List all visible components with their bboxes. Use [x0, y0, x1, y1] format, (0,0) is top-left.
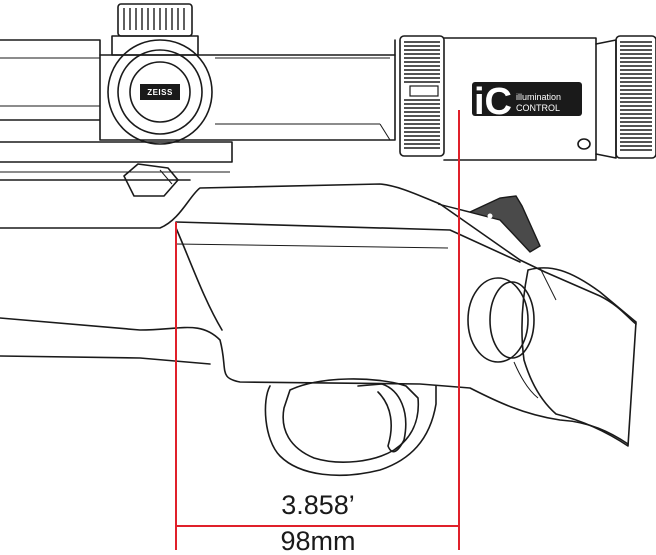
badge-mark: iC [474, 81, 512, 123]
zeiss-logo [140, 84, 180, 100]
eyepiece-end [595, 39, 617, 159]
mount-lever [123, 163, 179, 197]
receiver-top [0, 183, 637, 325]
illumination-control-badge: iC illumination CONTROL [472, 81, 582, 123]
dimension-metric: 98mm [280, 526, 355, 555]
safety-dot [494, 223, 500, 229]
eyepiece-ring [615, 35, 656, 159]
receiver-inner [175, 221, 521, 263]
bolt-handle [467, 277, 535, 363]
tube-line [379, 123, 391, 141]
safety-dot [487, 213, 493, 219]
eyepiece-screw [577, 138, 591, 150]
rifle-stock [0, 183, 637, 477]
illumination-ring [399, 35, 445, 157]
dimension-imperial: 3.858’ [281, 490, 355, 520]
safety-slider [437, 195, 541, 253]
zeiss-logo-text: ZEISS [147, 88, 173, 97]
stock-lower-inner [0, 355, 211, 365]
badge-line2: CONTROL [516, 103, 560, 113]
eyepiece-body [443, 37, 597, 161]
dimension-annotation: 3.858’ 98mm [175, 110, 460, 555]
receiver-line [175, 243, 449, 249]
scope-tube-lower [0, 54, 396, 141]
riflescope: ZEISS iC illumination CONTROL [0, 3, 656, 161]
badge-line1: illumination [516, 92, 561, 102]
elevation-turret [111, 3, 199, 56]
windage-turret: ZEISS [107, 39, 213, 145]
pistol-grip [521, 267, 637, 447]
scope-mount [0, 141, 233, 197]
trigger [357, 383, 407, 453]
trigger-guard [264, 378, 437, 477]
stock-lower [0, 317, 629, 445]
forend-curve [175, 227, 223, 331]
